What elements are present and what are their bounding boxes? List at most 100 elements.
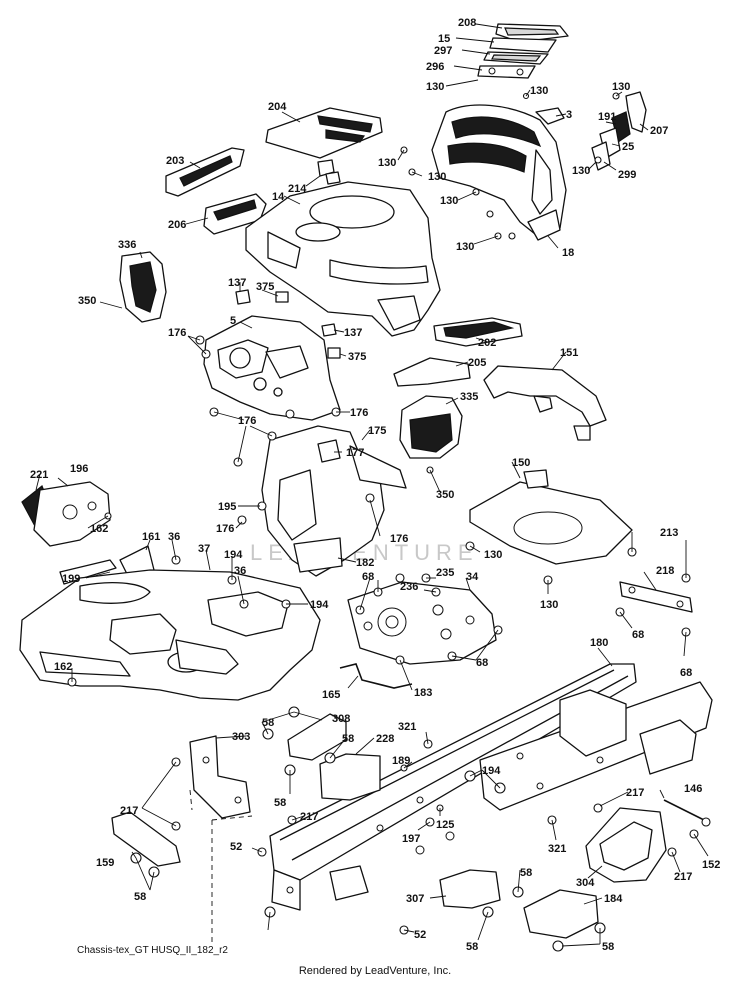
rod-217[interactable]	[663, 799, 711, 827]
callout-375-b: 375	[348, 351, 366, 363]
support-bracket-151[interactable]	[483, 365, 607, 441]
callout-130-h: 130	[456, 241, 474, 253]
bracket-58[interactable]	[189, 735, 251, 819]
fender-panel-196[interactable]	[33, 481, 111, 547]
callout-176-c: 176	[238, 415, 256, 427]
callout-137-b: 137	[344, 327, 362, 339]
callout-189-d: 217	[674, 871, 692, 883]
plate-197[interactable]	[111, 811, 181, 867]
callout-130-f: 130	[428, 171, 446, 183]
side-shield-336[interactable]	[119, 251, 167, 323]
headlight-bracket-296[interactable]	[477, 65, 536, 79]
chassis-frame-180[interactable]	[269, 663, 713, 911]
callout-308-d: 58	[134, 891, 146, 903]
front-grille-202[interactable]	[433, 317, 523, 347]
front-grille-housing-18[interactable]	[431, 104, 567, 241]
callout-189-a: 217	[120, 805, 138, 817]
callout-195: 195	[218, 501, 236, 513]
callout-130-e: 130	[378, 157, 396, 169]
callout-36-b: 36	[234, 565, 246, 577]
mount-plate-34[interactable]	[347, 581, 497, 665]
callout-228-b: 321	[548, 843, 566, 855]
side-panel-335[interactable]	[399, 395, 463, 459]
callout-68-a: 68	[362, 571, 374, 583]
callout-197: 159	[96, 857, 114, 869]
callout-58: 303	[232, 731, 250, 743]
hitch-bracket-152[interactable]	[585, 807, 667, 883]
dash-panel-5[interactable]	[203, 315, 341, 421]
callout-221: 221	[30, 469, 48, 481]
bracket-321[interactable]	[287, 713, 347, 761]
callout-130-g: 130	[440, 195, 458, 207]
hood-top-204[interactable]	[265, 107, 383, 159]
callout-151: 151	[560, 347, 578, 359]
callout-183: 183	[414, 687, 432, 699]
hood-latch-214[interactable]	[317, 159, 341, 185]
callout-130-b: 130	[530, 85, 548, 97]
callout-130-a: 130	[426, 81, 444, 93]
bracket-304[interactable]	[439, 869, 501, 909]
callout-175: 175	[368, 425, 386, 437]
side-bracket-299[interactable]	[591, 141, 611, 171]
knob-137[interactable]	[235, 289, 337, 337]
shield-307[interactable]	[523, 889, 599, 939]
pedestal-175[interactable]	[261, 425, 407, 577]
bracket-303[interactable]	[319, 753, 381, 801]
callout-180: 180	[590, 637, 608, 649]
callout-36-a: 36	[168, 531, 180, 543]
callout-194-b: 194	[310, 599, 329, 611]
engine-shield-150[interactable]	[469, 469, 633, 565]
callout-214: 214	[288, 183, 307, 195]
knob-375[interactable]	[275, 291, 341, 359]
trim-199[interactable]	[59, 559, 117, 585]
callout-162-a: 162	[90, 523, 108, 535]
callout-308-e: 58	[520, 867, 532, 879]
hood-side-panel-203[interactable]	[165, 147, 245, 197]
callout-207: 207	[650, 125, 668, 137]
callout-335: 335	[460, 391, 478, 403]
bracket-177[interactable]	[317, 439, 341, 463]
callout-3: 3	[566, 109, 572, 121]
callout-5: 5	[230, 315, 236, 327]
fender-37[interactable]	[19, 569, 321, 701]
callout-130-c: 130	[612, 81, 630, 93]
callout-194-a: 194	[224, 549, 243, 561]
callout-308-f: 58	[466, 941, 478, 953]
callout-217: 146	[684, 783, 702, 795]
grille-plate-3[interactable]	[535, 107, 565, 125]
callout-159-a: 52	[230, 841, 242, 853]
callout-176-d: 176	[216, 523, 234, 535]
drawing-code: Chassis-tex_GT HUSQ_II_182_r2	[77, 945, 228, 956]
callout-218: 218	[656, 565, 674, 577]
callout-176-b: 176	[350, 407, 368, 419]
hood-14[interactable]	[245, 181, 441, 337]
hood-trim-15[interactable]	[489, 37, 557, 53]
lens-297[interactable]	[483, 51, 549, 65]
callout-307: 184	[604, 893, 623, 905]
linkage-rod-165[interactable]	[339, 663, 413, 689]
bracket-218[interactable]	[619, 581, 693, 613]
callout-206: 206	[168, 219, 186, 231]
callout-68-d: 68	[680, 667, 692, 679]
callout-228-a: 321	[398, 721, 416, 733]
callout-297: 297	[434, 45, 452, 57]
callout-299: 299	[618, 169, 636, 181]
callout-177: 177	[346, 447, 364, 459]
callout-14: 14	[272, 191, 285, 203]
callout-194-c: 194	[482, 765, 501, 777]
callout-208: 208	[458, 17, 476, 29]
callout-182: 182	[356, 557, 374, 569]
trim-piece-205[interactable]	[393, 357, 471, 387]
callout-165: 165	[322, 689, 340, 701]
callout-68-b: 68	[632, 629, 644, 641]
callout-176-e: 176	[390, 533, 408, 545]
callout-34: 34	[466, 571, 479, 583]
callout-labels: 208 15 297 296 130 130 3 204 130 191 207…	[30, 17, 720, 953]
callout-308-c: 58	[274, 797, 286, 809]
side-bracket-207[interactable]	[625, 91, 647, 133]
callout-236: 236	[400, 581, 418, 593]
callout-205: 205	[468, 357, 486, 369]
callout-213: 213	[660, 527, 678, 539]
callout-235: 235	[436, 567, 454, 579]
